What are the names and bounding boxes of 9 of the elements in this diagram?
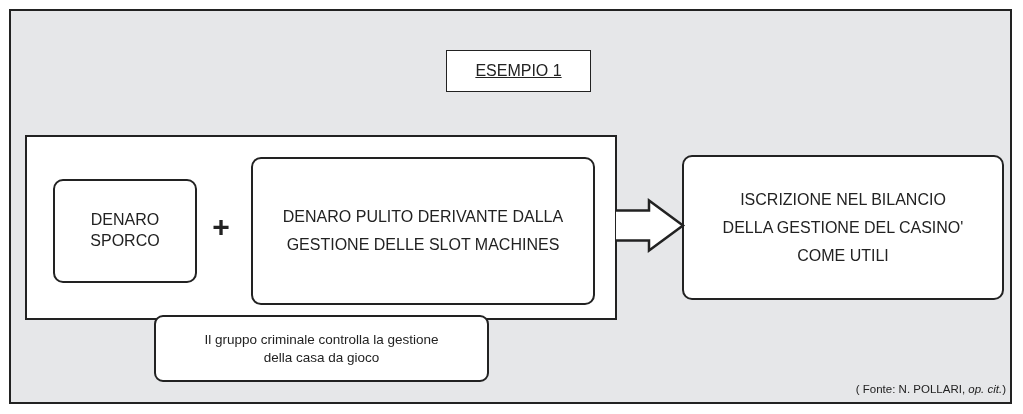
process-box: DENARO PULITO DERIVANTE DALLA GESTIONE DELLE SLOT MACHINES xyxy=(251,157,595,305)
group-box xyxy=(25,135,617,320)
result-box: ISCRIZIONE NEL BILANCIO DELLA GESTIONE DEL CASINO' COME UTILI xyxy=(682,155,1004,300)
title-box: ESEMPIO 1 xyxy=(446,50,591,92)
process-box: DENARO SPORCO xyxy=(53,179,197,283)
block-arrow xyxy=(614,198,686,253)
source-note: ( Fonte: N. POLLARI, op. cit.) xyxy=(854,383,1006,396)
note-box: Il gruppo criminale controlla la gestione della casa da gioco xyxy=(154,315,489,382)
plus-sign: + xyxy=(211,210,231,243)
